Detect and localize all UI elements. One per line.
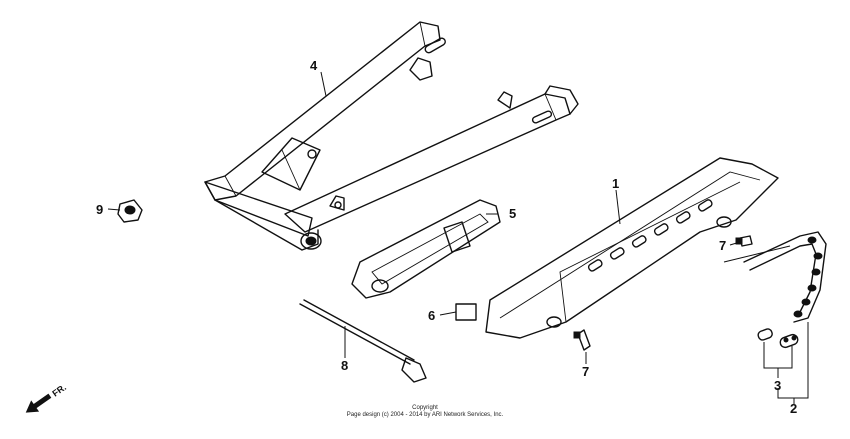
part-number-1: 1 (612, 176, 619, 191)
swingarm (204, 21, 579, 251)
chain-slider (351, 199, 501, 299)
part-number-5: 5 (509, 206, 516, 221)
caution-sticker (455, 303, 477, 321)
part-number-6: 6 (428, 308, 435, 323)
front-direction-arrow: FR. (25, 382, 68, 413)
copyright-line-2: Page design (c) 2004 - 2014 by ARI Netwo… (347, 412, 504, 418)
fr-label: FR. (50, 382, 68, 399)
part-number-9: 9 (96, 202, 103, 217)
drive-chain-case (485, 157, 779, 339)
part-number-7-lower: 7 (582, 364, 589, 379)
part-number-3: 3 (774, 378, 781, 393)
part-number-7-upper: 7 (719, 238, 726, 253)
drive-chain (743, 231, 827, 323)
master-link (757, 328, 799, 349)
pivot-bolt (299, 299, 427, 383)
chain-links (793, 236, 823, 318)
part-number-8: 8 (341, 358, 348, 373)
case-bolt-lower (573, 329, 591, 351)
vent-slots (587, 199, 713, 272)
leader-lines (107, 71, 809, 404)
pivot-nut (117, 199, 143, 223)
copyright-line-1: Copyright (412, 405, 438, 411)
case-bolt-upper (735, 235, 753, 247)
part-number-4: 4 (310, 58, 318, 73)
part-number-2: 2 (790, 401, 797, 416)
